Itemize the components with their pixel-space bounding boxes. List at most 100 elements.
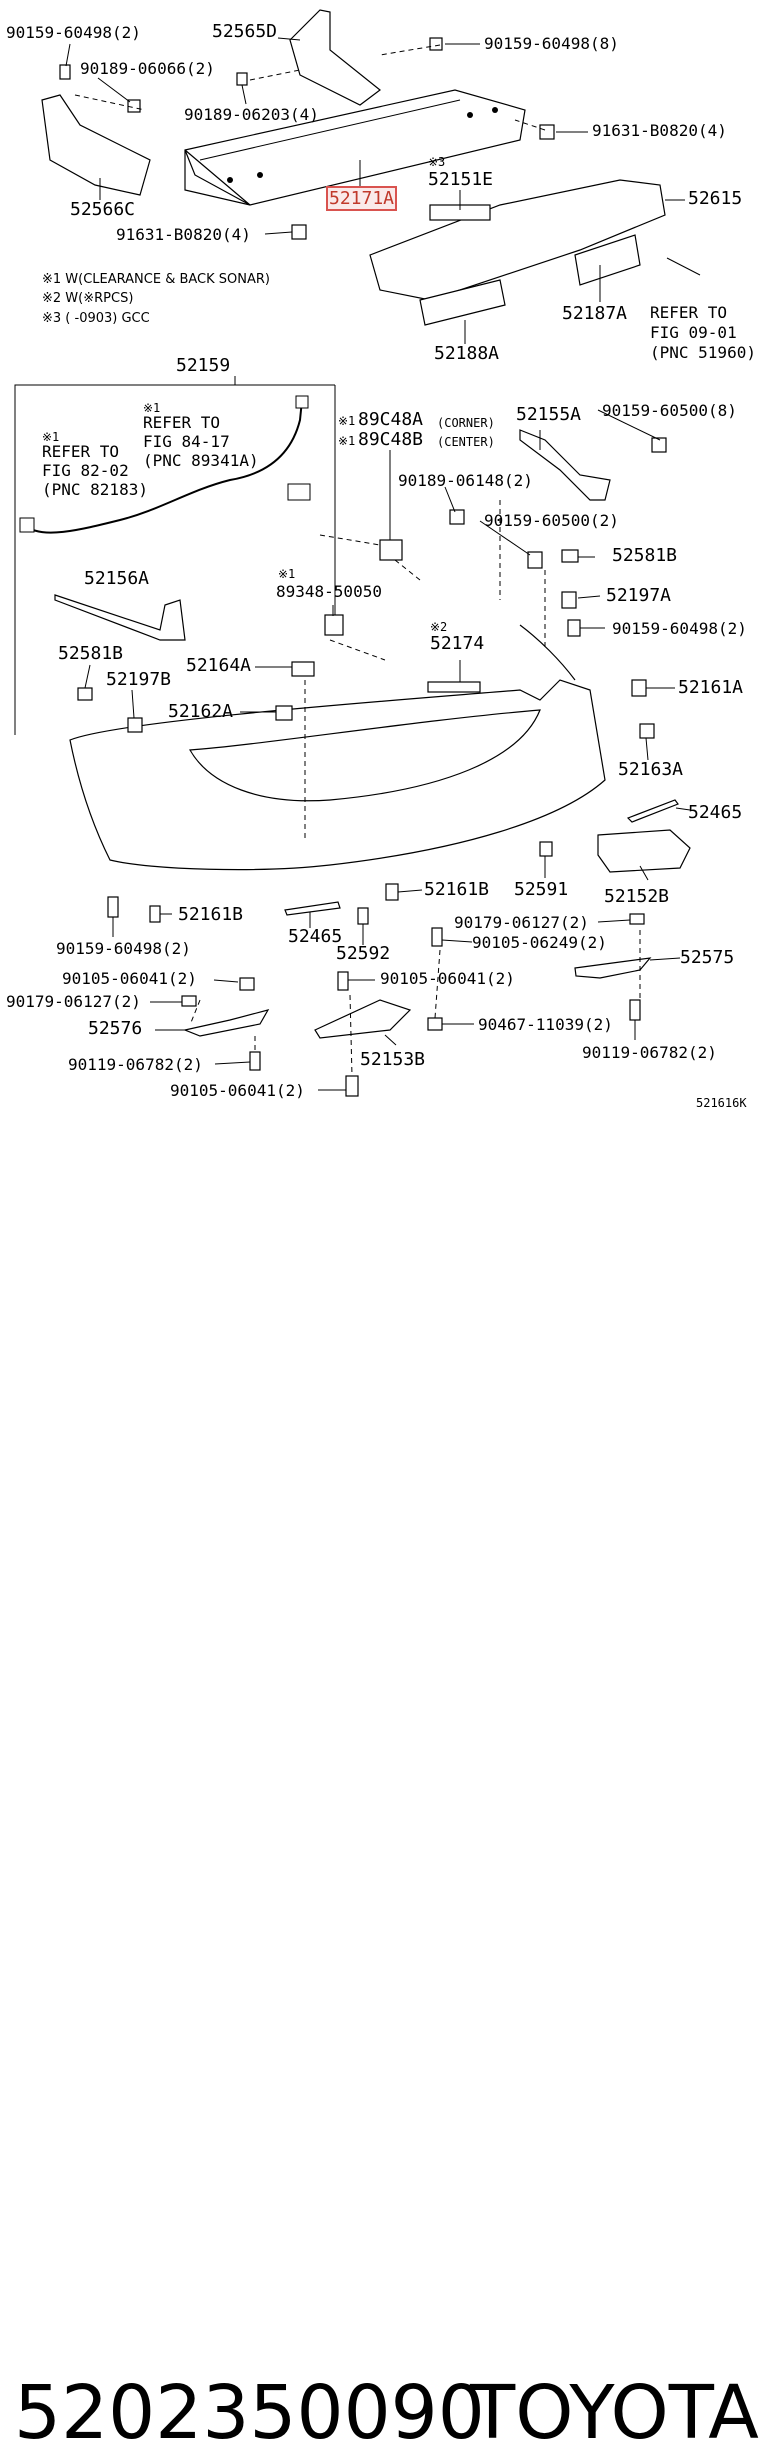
ref-fig-82-02-line1: REFER TO — [42, 442, 120, 461]
label-52615: 52615 — [688, 188, 743, 209]
label-90159-60498-top-left: 90159-60498(2) — [6, 23, 141, 42]
ref-fig-82-02-line2: FIG 82-02 — [42, 461, 129, 480]
label-52174: 52174 — [430, 633, 485, 654]
label-52566c: 52566C — [70, 199, 136, 220]
brand-name: TOYOTA — [470, 2370, 759, 2456]
retainer-52156a-part — [54, 594, 186, 641]
note-1: ※1 W(CLEARANCE & BACK SONAR) — [42, 272, 270, 287]
parts-diagram: 90159-60498(2) 52565D 90159-60498(8) 901… — [0, 0, 760, 1140]
bracket-52565d-part — [289, 9, 381, 106]
reinforcement-bar-part — [184, 89, 526, 206]
diagram-drawing — [14, 9, 701, 1097]
label-90467-11039: 90467-11039(2) — [478, 1015, 613, 1034]
fastener-top-parts — [59, 37, 555, 240]
bracket-52575-part — [574, 957, 652, 979]
label-90159-60500-8: 90159-60500(8) — [602, 401, 737, 420]
label-89348-50050: 89348-50050 — [276, 582, 382, 601]
label-52152b: 52152B — [604, 886, 670, 907]
label-90159-60498-mid-right: 90159-60498(2) — [612, 619, 747, 638]
note-3: ※3 ( -0903) GCC — [42, 311, 150, 326]
label-52161b-right: 52161B — [424, 879, 490, 900]
bumper-assembly-frame — [14, 376, 336, 735]
note-mark-1d: ※1 — [338, 434, 356, 448]
label-52164a: 52164A — [186, 655, 252, 676]
label-91631-b0820-right: 91631-B0820(4) — [592, 121, 727, 140]
label-52161b-left: 52161B — [178, 904, 244, 925]
ref-fig-82-02-line3: (PNC 82183) — [42, 480, 148, 499]
label-52161a: 52161A — [678, 677, 744, 698]
label-52575: 52575 — [680, 947, 735, 968]
ref-fig-84-17-line2: FIG 84-17 — [143, 432, 230, 451]
label-90119-06782-right: 90119-06782(2) — [582, 1043, 717, 1062]
label-52151e: 52151E — [428, 169, 494, 190]
note-mark-1e: ※1 — [278, 567, 296, 581]
note-mark-2: ※2 — [430, 620, 448, 634]
absorber-52615-part — [369, 179, 666, 301]
label-52576: 52576 — [88, 1018, 143, 1039]
ref-fig-84-17-line1: REFER TO — [143, 413, 221, 432]
label-52162a: 52162A — [168, 701, 234, 722]
label-52465-left: 52465 — [288, 926, 343, 947]
label-90119-06782-left: 90119-06782(2) — [68, 1055, 203, 1074]
label-90105-06041-left: 90105-06041(2) — [62, 969, 197, 988]
bracket-52566c-part — [41, 94, 151, 196]
label-89c48b: 89C48B — [358, 429, 424, 450]
wire-harness-part — [19, 395, 311, 534]
strip-52465-part — [284, 799, 679, 916]
label-52188a: 52188A — [434, 343, 500, 364]
label-52163a: 52163A — [618, 759, 684, 780]
note-mark-1a: ※1 — [143, 401, 161, 415]
label-89c48a: 89C48A — [358, 409, 424, 430]
label-52153b: 52153B — [360, 1049, 426, 1070]
ref-fig-84-17-line3: (PNC 89341A) — [143, 451, 259, 470]
label-52581b-right: 52581B — [612, 545, 678, 566]
ref-fig-09-01-line2: FIG 09-01 — [650, 323, 737, 342]
retainer-52155a-part — [519, 429, 611, 501]
footer: 5202350090 TOYOTA — [0, 1180, 760, 2456]
label-91631-b0820-left: 91631-B0820(4) — [116, 225, 251, 244]
ref-fig-09-01-line1: REFER TO — [650, 303, 728, 322]
label-90159-60498-top-right: 90159-60498(8) — [484, 34, 619, 53]
label-52187a: 52187A — [562, 303, 628, 324]
fastener-middle-parts — [77, 437, 667, 901]
note-2: ※2 W(※RPCS) — [42, 291, 134, 306]
label-90105-06249: 90105-06249(2) — [472, 933, 607, 952]
label-52159: 52159 — [176, 355, 231, 376]
note-mark-1b: ※1 — [42, 430, 60, 444]
label-center: (CENTER) — [437, 435, 495, 449]
leader-lines-top — [65, 37, 701, 344]
label-90159-60500-2: 90159-60500(2) — [484, 511, 619, 530]
ref-fig-09-01-line3: (PNC 51960) — [650, 343, 756, 362]
block-52187a-part — [574, 234, 641, 286]
reflector-52152b-part — [597, 829, 691, 873]
leader-lines-lower — [84, 409, 691, 1091]
label-90189-06203: 90189-06203(4) — [184, 105, 319, 124]
label-52197b: 52197B — [106, 669, 172, 690]
label-52592: 52592 — [336, 943, 391, 964]
label-52565d: 52565D — [212, 21, 278, 42]
part-number-title: 5202350090 — [14, 2370, 485, 2456]
highlighted-part-number[interactable]: 52171A — [325, 186, 398, 211]
label-90105-06041-bottom: 90105-06041(2) — [170, 1081, 305, 1100]
bumper-cover-part — [69, 624, 606, 871]
bracket-52576-part — [182, 1009, 270, 1037]
label-52591: 52591 — [514, 879, 569, 900]
label-52465-right: 52465 — [688, 802, 743, 823]
diagram-reference-number: 521616K — [696, 1096, 747, 1110]
label-90105-06041-center: 90105-06041(2) — [380, 969, 515, 988]
label-corner: (CORNER) — [437, 416, 495, 430]
block-52188a-part — [419, 279, 506, 326]
label-52581b-left: 52581B — [58, 643, 124, 664]
label-90179-06127-left: 90179-06127(2) — [6, 992, 141, 1011]
label-90189-06148: 90189-06148(2) — [398, 471, 533, 490]
label-52155a: 52155A — [516, 404, 582, 425]
label-52197a: 52197A — [606, 585, 672, 606]
label-52156a: 52156A — [84, 568, 150, 589]
label-90189-06066: 90189-06066(2) — [80, 59, 215, 78]
reflector-52153b-part — [314, 999, 412, 1039]
note-mark-3: ※3 — [428, 155, 446, 169]
label-52171a-highlighted[interactable]: 52171A — [325, 186, 398, 211]
label-90159-60498-bottom-left: 90159-60498(2) — [56, 939, 191, 958]
label-90179-06127-right: 90179-06127(2) — [454, 913, 589, 932]
note-mark-1c: ※1 — [338, 414, 356, 428]
